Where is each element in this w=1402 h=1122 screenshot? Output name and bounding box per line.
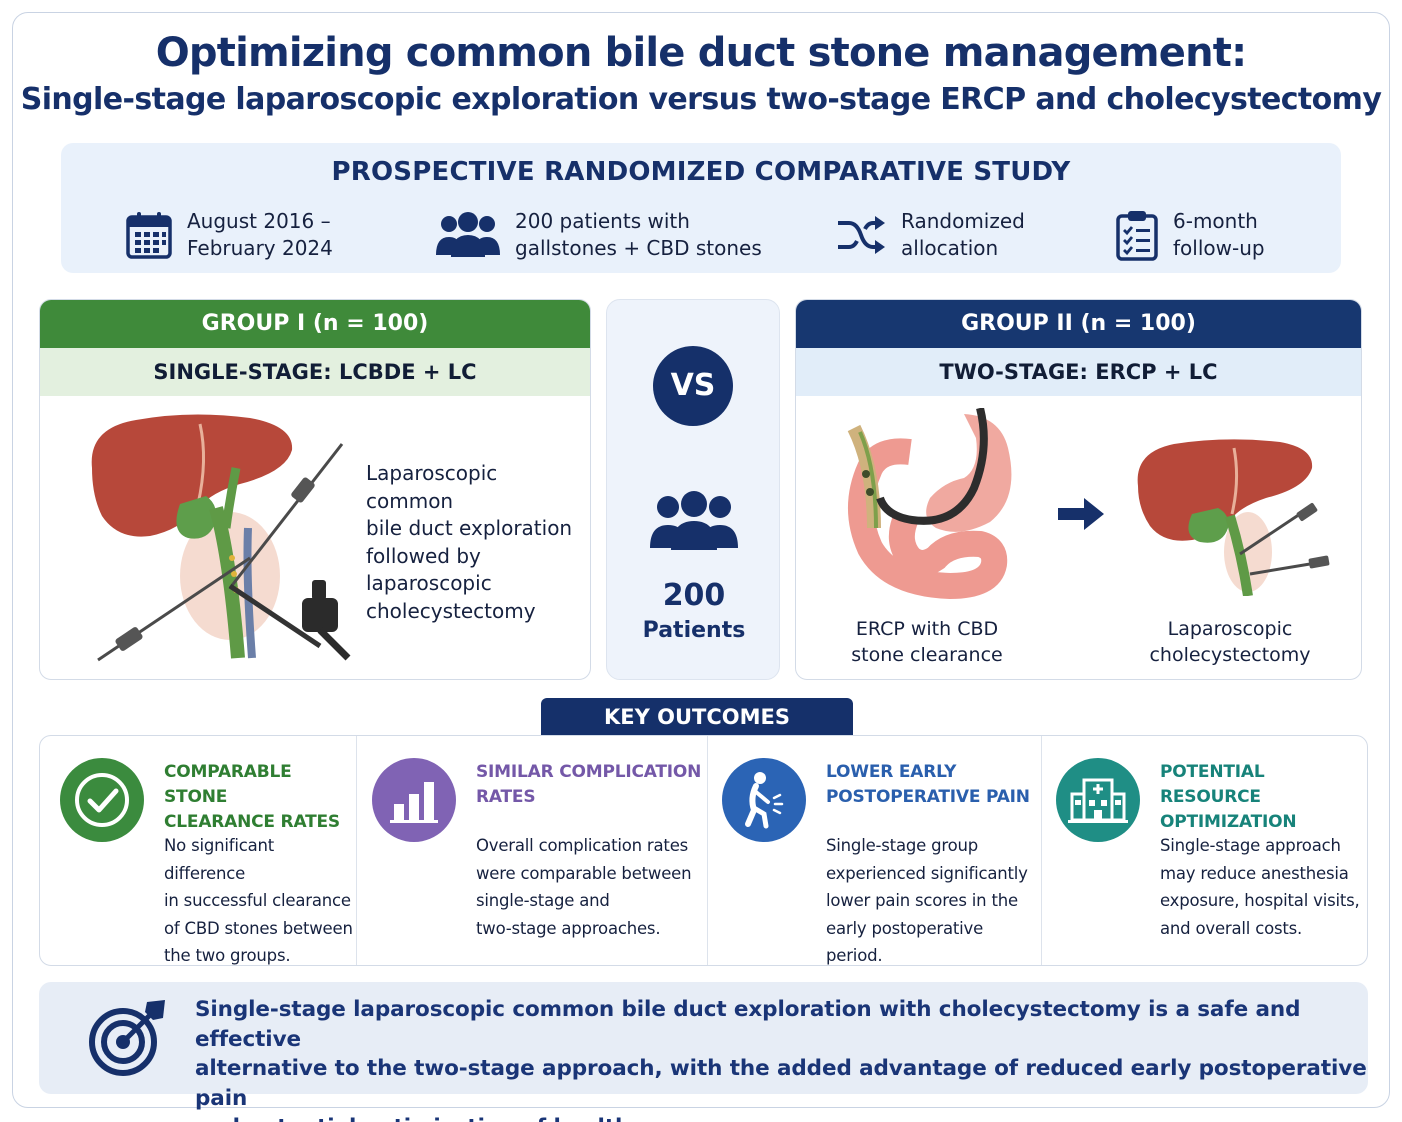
study-banner: PROSPECTIVE RANDOMIZED COMPARATIVE STUDY…: [61, 143, 1341, 273]
study-followup-text: 6-month follow-up: [1173, 209, 1265, 260]
outcome-heading: SIMILAR COMPLICATION RATES: [476, 762, 702, 807]
outcome-divider: [707, 736, 708, 965]
arrow-right-icon: [1058, 498, 1104, 530]
study-item-patients: 200 patients with gallstones + CBD stone…: [435, 207, 762, 263]
patients-count: 200: [662, 578, 726, 613]
lcbde-illustration-icon: [91, 414, 351, 662]
clipboard-icon: [1116, 211, 1158, 261]
ercp-caption: ERCP with CBD stone clearance: [851, 618, 1003, 666]
conclusion-text: Single-stage laparoscopic common bile du…: [195, 997, 1367, 1122]
cholecystectomy-caption: Laparoscopic cholecystectomy: [1149, 618, 1311, 666]
outcome-heading: COMPARABLE STONE CLEARANCE RATES: [164, 762, 340, 832]
hospital-icon: [1056, 758, 1140, 842]
study-item-followup: 6-month follow-up: [1115, 207, 1265, 263]
pain-icon: [722, 758, 806, 842]
group-one-panel: GROUP I (n = 100) SINGLE-STAGE: LCBDE + …: [39, 299, 591, 680]
outcome-body: Single-stage approach may reduce anesthe…: [1160, 836, 1360, 938]
key-outcomes-panel: COMPARABLE STONE CLEARANCE RATES No sign…: [39, 735, 1368, 966]
ercp-illustration-icon: [847, 408, 1012, 600]
main-title: Optimizing common bile duct stone manage…: [155, 30, 1247, 76]
people-icon: [436, 212, 500, 257]
patients-label: Patients: [642, 618, 746, 643]
study-dates-text: August 2016 – February 2024: [187, 209, 333, 260]
target-icon: [89, 1000, 165, 1076]
group-one-description: Laparoscopic common bile duct exploratio…: [366, 461, 573, 623]
outcome-stone-clearance: COMPARABLE STONE CLEARANCE RATES No sign…: [40, 736, 356, 965]
main-subtitle: Single-stage laparoscopic exploration ve…: [20, 82, 1382, 117]
study-item-dates: August 2016 – February 2024: [125, 207, 333, 263]
patients-group-icon: [650, 491, 738, 550]
outcome-complication-rates: SIMILAR COMPLICATION RATES Overall compl…: [352, 736, 706, 965]
study-patients-text: 200 patients with gallstones + CBD stone…: [515, 209, 762, 260]
cholecystectomy-illustration-icon: [1137, 439, 1330, 596]
group-one-subheader: SINGLE-STAGE: LCBDE + LC: [40, 348, 590, 396]
group-two-panel: GROUP II (n = 100) TWO-STAGE: ERCP + LC …: [795, 299, 1362, 680]
outcome-body: Single-stage group experienced significa…: [826, 836, 1028, 965]
key-outcomes-tab: KEY OUTCOMES: [541, 698, 853, 736]
outcome-heading: LOWER EARLY POSTOPERATIVE PAIN: [826, 762, 1030, 807]
conclusion-banner: Single-stage laparoscopic common bile du…: [39, 982, 1368, 1122]
outcome-divider: [356, 736, 357, 965]
calendar-icon: [126, 212, 172, 259]
check-circle-icon: [60, 758, 144, 842]
study-item-randomized: Randomized allocation: [835, 207, 1025, 263]
outcome-heading: POTENTIAL RESOURCE OPTIMIZATION: [1160, 762, 1297, 832]
outcome-resource-optimization: POTENTIAL RESOURCE OPTIMIZATION Single-s…: [1036, 736, 1366, 965]
outcome-body: No significant difference in successful …: [164, 836, 353, 965]
center-comparison-column: VS 200 Patients: [606, 299, 780, 680]
outcome-divider: [1041, 736, 1042, 965]
outcome-postoperative-pain: LOWER EARLY POSTOPERATIVE PAIN Single-st…: [702, 736, 1038, 965]
study-title: PROSPECTIVE RANDOMIZED COMPARATIVE STUDY: [331, 157, 1071, 187]
study-randomized-text: Randomized allocation: [901, 209, 1025, 260]
group-two-header: GROUP II (n = 100): [796, 300, 1361, 348]
group-two-subheader: TWO-STAGE: ERCP + LC: [796, 348, 1361, 396]
group-one-header: GROUP I (n = 100): [40, 300, 590, 348]
outcome-body: Overall complication rates were comparab…: [476, 836, 692, 938]
bar-chart-icon: [372, 758, 456, 842]
vs-badge: VS: [653, 346, 733, 426]
shuffle-icon: [838, 216, 885, 254]
